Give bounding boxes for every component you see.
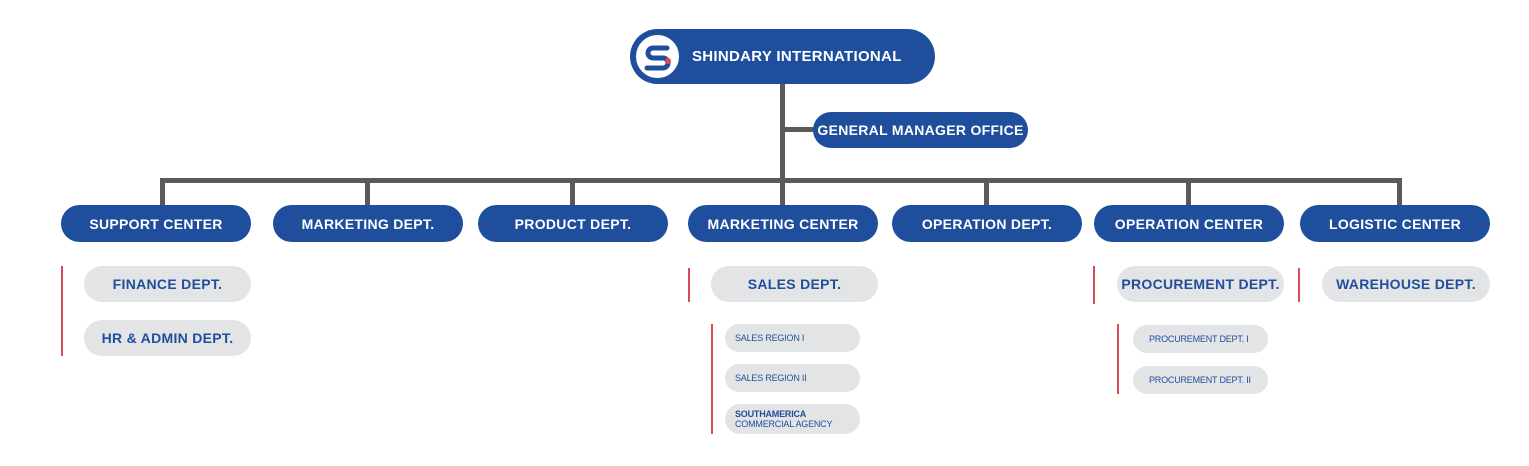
logistic-center-group-bar — [1298, 268, 1300, 302]
drop-connector-operation-dept — [984, 178, 989, 206]
procurement-dept-2-node: PROCUREMENT DEPT. II — [1133, 366, 1268, 394]
finance-dept-node: FINANCE DEPT. — [84, 266, 251, 302]
support-center-group-bar — [61, 266, 63, 356]
agency-name: SOUTHAMERICA — [735, 409, 807, 419]
drop-connector-marketing-dept — [365, 178, 370, 206]
root-node: SHINDARY INTERNATIONAL — [630, 29, 935, 84]
dept-product-dept: PRODUCT DEPT. — [478, 205, 668, 242]
drop-connector-operation-center — [1186, 178, 1191, 206]
dept-support-center: SUPPORT CENTER — [61, 205, 251, 242]
warehouse-dept-node: WAREHOUSE DEPT. — [1322, 266, 1490, 302]
procurement-group-bar — [1117, 324, 1119, 394]
hr-admin-dept-node: HR & ADMIN DEPT. — [84, 320, 251, 356]
sales-region-2-node: SALES REGION II — [725, 364, 860, 392]
dept-logistic-center: LOGISTIC CENTER — [1300, 205, 1490, 242]
dept-marketing-center: MARKETING CENTER — [688, 205, 878, 242]
gm-office-node: GENERAL MANAGER OFFICE — [813, 112, 1028, 148]
sales-region-1-node: SALES REGION I — [725, 324, 860, 352]
root-trunk-connector — [780, 84, 785, 184]
dept-marketing-dept: MARKETING DEPT. — [273, 205, 463, 242]
procurement-dept-node: PROCUREMENT DEPT. — [1117, 266, 1284, 302]
agency-type: COMMERCIAL AGENCY — [735, 419, 833, 429]
drop-connector-marketing-center — [780, 178, 785, 206]
sales-dept-group-bar — [711, 324, 713, 434]
procurement-dept-1-node: PROCUREMENT DEPT. I — [1133, 325, 1268, 353]
sales-dept-node: SALES DEPT. — [711, 266, 878, 302]
shindary-logo-icon — [634, 33, 681, 80]
dept-operation-center: OPERATION CENTER — [1094, 205, 1284, 242]
operation-center-group-bar — [1093, 266, 1095, 304]
drop-connector-product-dept — [570, 178, 575, 206]
dept-operation-dept: OPERATION DEPT. — [892, 205, 1082, 242]
drop-connector-support-center — [160, 178, 165, 206]
drop-connector-logistic-center — [1397, 178, 1402, 206]
southamerica-agency-node: SOUTHAMERICA COMMERCIAL AGENCY — [725, 404, 860, 434]
root-title: SHINDARY INTERNATIONAL — [692, 48, 902, 65]
marketing-center-group-bar — [688, 268, 690, 302]
gm-office-connector — [783, 127, 816, 132]
